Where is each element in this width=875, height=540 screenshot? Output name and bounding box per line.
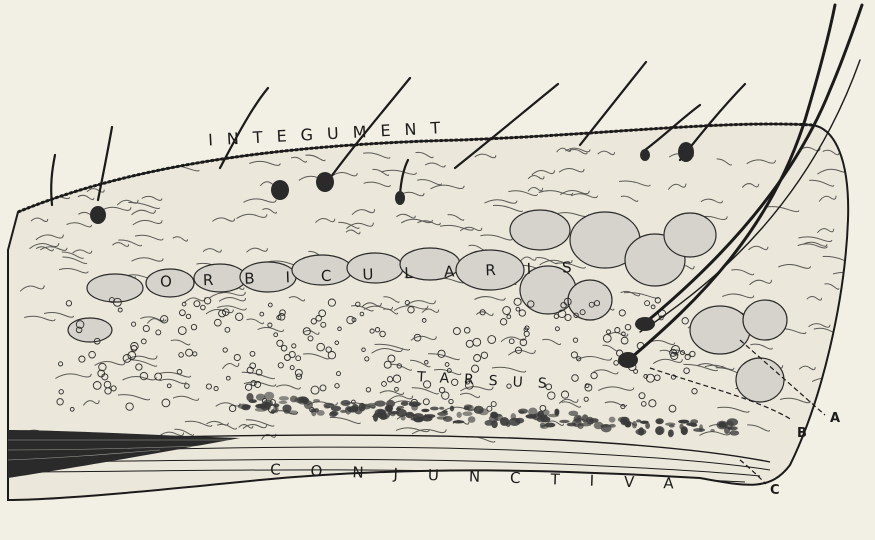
marker-b: B — [797, 426, 807, 441]
marker-a: A — [830, 411, 840, 426]
marker-c: C — [770, 483, 780, 498]
